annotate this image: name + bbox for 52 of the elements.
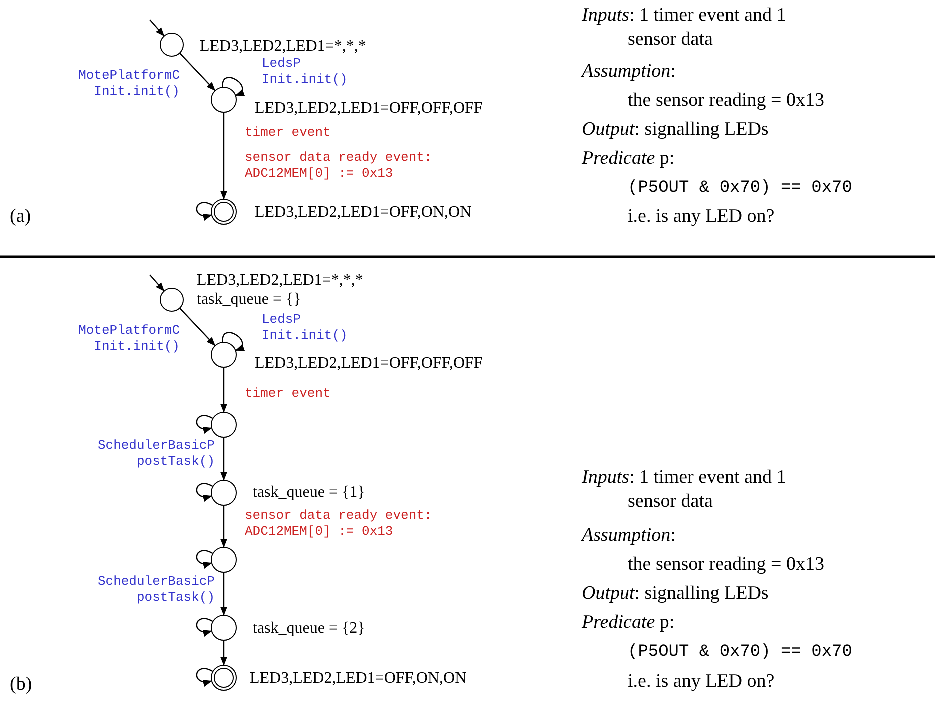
note-text: Output: signalling LEDs: [582, 582, 769, 606]
final-state-circle: [211, 199, 237, 225]
state-label: task_queue = {1}: [253, 484, 366, 502]
note-text: the sensor reading = 0x13: [628, 89, 824, 113]
state-label: task_queue = {2}: [253, 620, 366, 638]
final-state-circle: [211, 665, 237, 691]
state-label: LED3,LED2,LED1=*,*,*: [197, 272, 364, 290]
state-circle: [160, 33, 184, 57]
note-text: i.e. is any LED on?: [628, 670, 775, 694]
arrow: [220, 368, 228, 413]
state-circle: [211, 480, 237, 506]
code-text: (P5OUT & 0x70) == 0x70: [628, 178, 852, 200]
note-text: Assumption:: [582, 524, 676, 548]
note-text: Assumption:: [582, 60, 676, 84]
self-loop-arrow: [196, 483, 213, 502]
self-loop-arrow: [196, 618, 213, 636]
note-text: i.e. is any LED on?: [628, 205, 775, 229]
arrow: [220, 641, 228, 666]
note-text: Output: signalling LEDs: [582, 118, 769, 142]
arrow: [180, 53, 216, 92]
state-circle: [160, 288, 184, 312]
state-circle: [211, 615, 237, 641]
state-circle: [211, 547, 237, 573]
state-label: LED3,LED2,LED1=OFF,ON,ON: [250, 670, 467, 688]
self-loop-arrow: [222, 332, 246, 352]
arrow: [180, 308, 216, 346]
state-circle: [211, 342, 237, 368]
self-loop-arrow: [196, 415, 213, 434]
panel-label: (a): [10, 205, 32, 229]
panel-label: (b): [10, 673, 32, 697]
state-label: LED3,LED2,LED1=OFF,OFF,OFF: [255, 355, 483, 373]
arrow: [150, 20, 165, 37]
state-label: LED3,LED2,LED1=OFF,ON,ON: [255, 204, 472, 222]
self-loop-arrow: [196, 202, 213, 220]
arrow: [150, 274, 165, 292]
code-text: (P5OUT & 0x70) == 0x70: [628, 642, 852, 664]
self-loop-arrow: [196, 668, 213, 686]
arrow: [220, 113, 228, 200]
note-text: Inputs: 1 timer event and 1 sensor data: [582, 4, 788, 52]
state-circle: [211, 87, 237, 113]
arrow: [220, 438, 228, 481]
arrow: [220, 506, 228, 548]
self-loop-arrow: [222, 77, 246, 96]
state-label: LED3,LED2,LED1=OFF,OFF,OFF: [255, 100, 483, 118]
state-label: LED3,LED2,LED1=*,*,*: [200, 38, 366, 56]
note-text: Predicate p:: [582, 147, 675, 171]
note-text: the sensor reading = 0x13: [628, 553, 824, 577]
note-text: Inputs: 1 timer event and 1 sensor data: [582, 466, 788, 514]
arrow: [220, 573, 228, 616]
state-label: task_queue = {}: [197, 291, 302, 309]
note-text: Predicate p:: [582, 611, 675, 635]
self-loop-arrow: [196, 550, 213, 568]
